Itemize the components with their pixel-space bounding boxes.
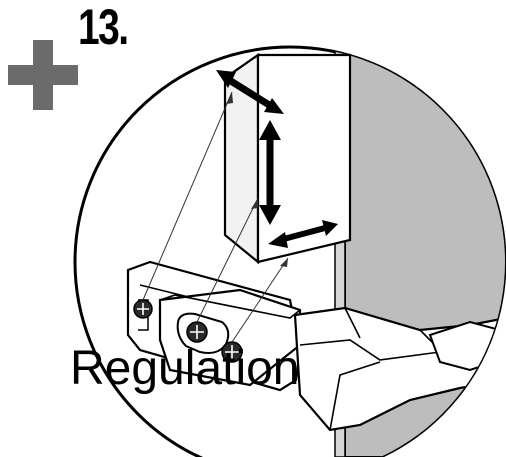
plus-icon <box>8 40 78 110</box>
height-arrow-icon <box>259 120 281 225</box>
screw-slot <box>186 321 208 343</box>
step-number: 13. <box>78 0 129 55</box>
door-panel-front <box>256 53 352 264</box>
leader-lines <box>142 91 289 343</box>
plus-bar-vertical <box>33 40 53 110</box>
regulation-caption: Regulation <box>70 345 300 393</box>
side-arrow-icon <box>268 220 338 248</box>
hinge-arm-detail <box>299 307 471 431</box>
screw-left <box>133 299 153 319</box>
depth-arrow-icon <box>216 70 284 114</box>
leader-arrowheads <box>226 92 288 267</box>
regulation-caption-text: Regulation <box>70 342 300 395</box>
